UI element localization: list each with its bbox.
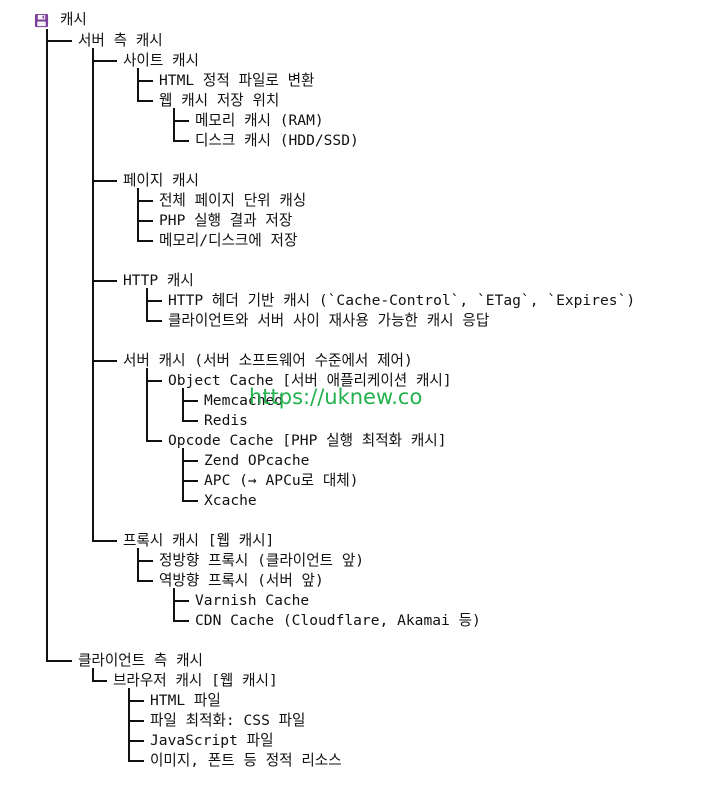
- tree-connector-trunk: [137, 68, 139, 102]
- tree-connector-branch: [128, 720, 144, 722]
- tree-node-label: HTTP 헤더 기반 캐시 (`Cache-Control`, `ETag`, …: [168, 292, 636, 309]
- tree-connector-branch: [182, 420, 198, 422]
- tree-node-label: 클라이언트 측 캐시: [78, 652, 203, 669]
- tree-node-label: PHP 실행 결과 저장: [159, 212, 293, 229]
- tree-connector-branch: [92, 60, 117, 62]
- tree-connector-branch: [173, 600, 189, 602]
- tree-node-label: 프록시 캐시 [웹 캐시]: [123, 532, 275, 549]
- tree-connector-branch: [92, 280, 117, 282]
- tree-connector-branch: [128, 760, 144, 762]
- tree-connector-branch: [92, 360, 117, 362]
- tree-node-label: 이미지, 폰트 등 정적 리소스: [150, 752, 342, 769]
- tree-node-label: 메모리/디스크에 저장: [159, 232, 298, 249]
- tree-connector-branch: [182, 480, 198, 482]
- tree-node-label: APC (→ APCu로 대체): [204, 472, 359, 489]
- tree-node-label: 사이트 캐시: [123, 52, 199, 69]
- tree-connector-branch: [46, 660, 72, 662]
- tree-connector-branch: [182, 460, 198, 462]
- tree-connector-branch: [137, 100, 153, 102]
- tree-node-label: Memcached: [204, 392, 284, 409]
- tree-connector-branch: [137, 580, 153, 582]
- tree-connector-branch: [128, 740, 144, 742]
- tree-node-label: Xcache: [204, 492, 257, 509]
- watermark: https://uknew.co: [249, 385, 423, 409]
- tree-node-label: JavaScript 파일: [150, 732, 274, 749]
- tree-connector-branch: [92, 180, 117, 182]
- tree-node-label: 역방향 프록시 (서버 앞): [159, 572, 324, 589]
- tree-connector-trunk: [137, 188, 139, 242]
- tree-node-label: Zend OPcache: [204, 452, 310, 469]
- tree-node-label: 정방향 프록시 (클라이언트 앞): [159, 552, 365, 569]
- tree-connector-branch: [146, 440, 162, 442]
- tree-connector-branch: [128, 700, 144, 702]
- tree-node-label: HTML 파일: [150, 692, 221, 709]
- tree-connector-branch: [182, 400, 198, 402]
- tree-connector-trunk: [46, 29, 48, 662]
- tree-connector-branch: [137, 200, 153, 202]
- tree-connector-branch: [92, 680, 107, 682]
- tree-connector-branch: [182, 500, 198, 502]
- tree-connector-trunk: [137, 548, 139, 582]
- tree-node-label: Opcode Cache [PHP 실행 최적화 캐시]: [168, 432, 447, 449]
- tree-node-label: HTML 정적 파일로 변환: [159, 72, 315, 89]
- tree-connector-branch: [137, 560, 153, 562]
- tree-connector-branch: [137, 80, 153, 82]
- tree-node-label: CDN Cache (Cloudflare, Akamai 등): [195, 612, 481, 629]
- tree-node-label: 클라이언트와 서버 사이 재사용 가능한 캐시 응답: [168, 312, 490, 329]
- tree-node-label: 전체 페이지 단위 캐싱: [159, 192, 307, 209]
- tree-connector-branch: [46, 40, 72, 42]
- tree-node-label: 브라우저 캐시 [웹 캐시]: [113, 672, 278, 689]
- tree-connector-trunk: [173, 588, 175, 622]
- tree-node-label: 서버 측 캐시: [78, 32, 163, 49]
- tree-node-label: 서버 캐시 (서버 소프트웨어 수준에서 제어): [123, 352, 413, 369]
- tree-connector-trunk: [173, 108, 175, 142]
- tree-connector-trunk: [128, 688, 130, 762]
- tree-connector-branch: [146, 300, 162, 302]
- tree-root-label: 캐시: [60, 11, 87, 28]
- tree-connector-branch: [173, 620, 189, 622]
- tree-connector-branch: [173, 140, 189, 142]
- tree-node-label: HTTP 캐시: [123, 272, 194, 289]
- tree-connector-branch: [137, 240, 153, 242]
- tree-connector-branch: [146, 320, 162, 322]
- tree-node-label: 디스크 캐시 (HDD/SSD): [195, 132, 359, 149]
- tree-connector-trunk: [182, 388, 184, 422]
- tree-node-label: 파일 최적화: CSS 파일: [150, 712, 306, 729]
- tree-node-label: 웹 캐시 저장 위치: [159, 92, 280, 109]
- tree-connector-branch: [137, 220, 153, 222]
- tree-connector-trunk: [92, 48, 94, 542]
- tree-connector-trunk: [146, 288, 148, 322]
- tree-node-label: Varnish Cache: [195, 592, 310, 609]
- tree-connector-trunk: [146, 368, 148, 442]
- tree-node-label: 메모리 캐시 (RAM): [195, 112, 324, 129]
- tree-node-label: Redis: [204, 412, 248, 429]
- tree-connector-branch: [146, 380, 162, 382]
- tree-connector-trunk: [182, 448, 184, 502]
- tree-connector-branch: [173, 120, 189, 122]
- tree-connector-trunk: [92, 668, 94, 682]
- floppy-disk-icon: [34, 13, 49, 28]
- tree-node-label: 페이지 캐시: [123, 172, 199, 189]
- tree-connector-branch: [92, 540, 117, 542]
- tree-node-label: Object Cache [서버 애플리케이션 캐시]: [168, 372, 452, 389]
